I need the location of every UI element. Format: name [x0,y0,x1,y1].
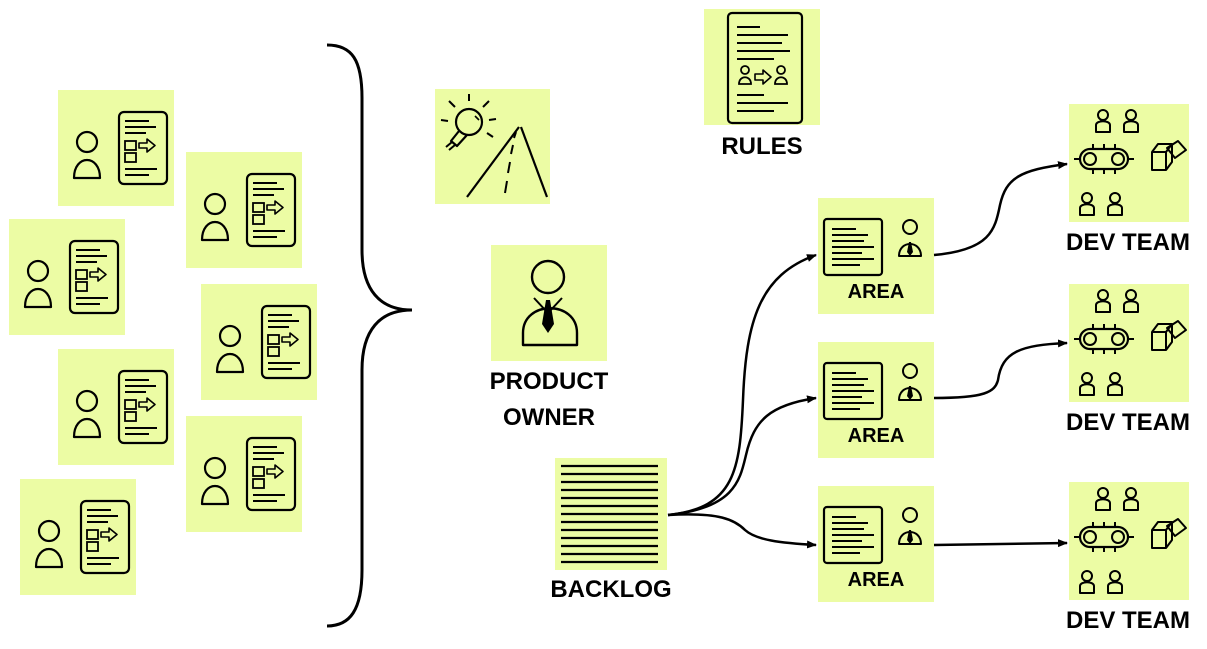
rules-label: RULES [721,133,803,160]
product-owner-icon [491,245,607,361]
area-label-1: AREA [847,281,905,303]
product-owner-label-line2: OWNER [503,404,595,431]
arrow-backlog-to-area-3 [667,513,817,549]
dev-team-label-3: DEV TEAM [1065,607,1190,634]
stakeholder-note-7 [18,477,138,597]
backlog-label: BACKLOG [550,576,672,603]
arrow-backlog-to-area-2 [667,395,817,517]
stakeholder-note-3 [7,217,127,337]
dev-team-label-2: DEV TEAM [1065,409,1190,436]
stakeholder-note-6 [184,414,304,534]
vision-roadmap-icon [435,89,550,204]
dev-team-label-1: DEV TEAM [1065,229,1190,256]
stakeholder-note-4 [199,282,319,402]
area-label-2: AREA [847,425,905,447]
stakeholder-note-5 [56,347,176,467]
product-owner-label-line1: PRODUCT [489,368,609,395]
arrow-area-3-to-dev-team-3 [933,539,1068,548]
arrow-area-2-to-dev-team-2 [933,339,1068,400]
area-label-3: AREA [847,569,905,591]
stakeholder-note-2 [184,150,304,270]
stakeholder-note-1 [56,88,176,208]
backlog-icon [555,458,667,570]
dev-team-icon-3 [1069,482,1189,600]
arrow-backlog-to-area-1 [667,253,817,517]
dev-team-icon-2 [1069,284,1189,402]
arrow-area-1-to-dev-team-1 [933,161,1068,257]
rules-icon [704,9,820,125]
curly-brace [326,43,413,628]
dev-team-icon-1 [1069,104,1189,222]
